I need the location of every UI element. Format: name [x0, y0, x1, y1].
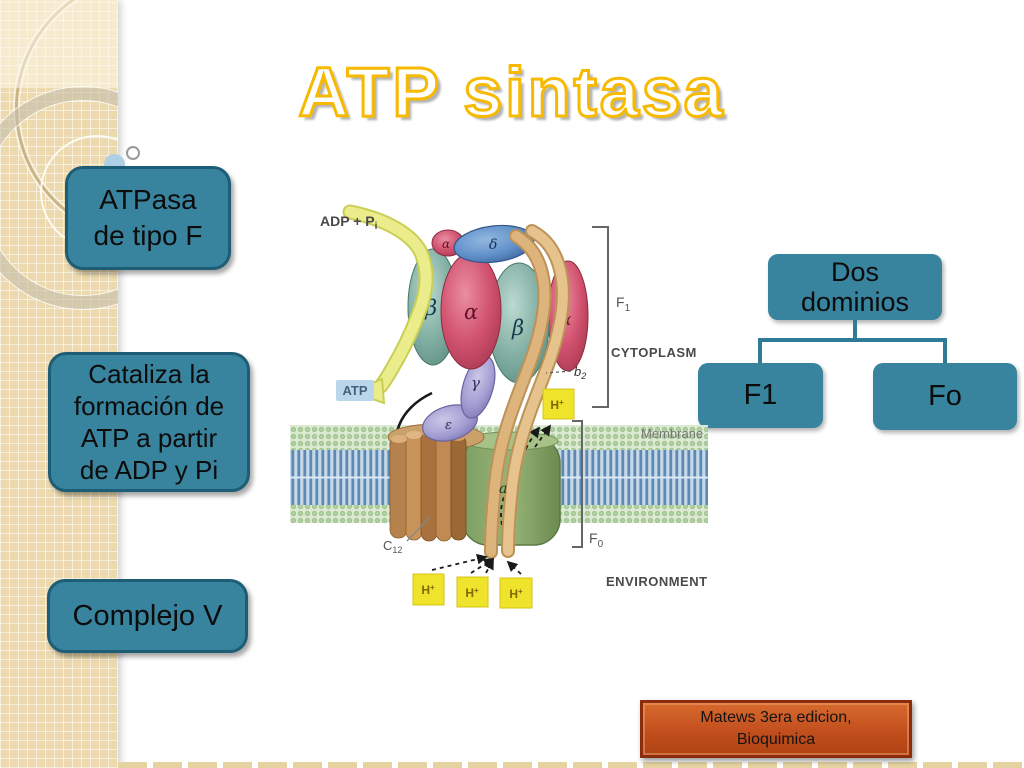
sidebar-top-band — [0, 0, 118, 88]
f1-bracket-label: F1 — [616, 294, 631, 314]
delta-label: δ — [489, 237, 497, 253]
callout-line: Cataliza la — [88, 359, 210, 389]
hierarchy-root-line: dominios — [800, 287, 910, 317]
atp-synthase-figure: β α β α γ ε α δ a — [290, 204, 708, 609]
callout-complejo-v: Complejo V — [47, 579, 248, 653]
hierarchy-child-f1: F1 — [698, 363, 823, 428]
callout-line: Complejo V — [72, 599, 223, 632]
callout-cataliza: Cataliza la formación de ATP a partir de… — [48, 352, 250, 492]
callout-atpasa: ATPasa de tipo F — [65, 166, 231, 270]
gamma-label: γ — [471, 374, 480, 392]
hierarchy-root-dos-dominios: Dos dominios — [768, 254, 942, 320]
connector-right-drop — [943, 340, 947, 363]
callout-line: ATP a partir — [80, 423, 218, 453]
small-circle-decoration — [126, 146, 140, 160]
b2-annotation: b2 — [545, 364, 586, 381]
callout-line: de ADP y Pi — [79, 455, 219, 485]
b2-label: b2 — [574, 364, 586, 381]
adp-pi-label: ADP + Pi — [320, 213, 378, 232]
hierarchy-child-label: F1 — [743, 379, 778, 411]
hierarchy-child-label: Fo — [928, 380, 962, 412]
atp-label: ATP — [336, 380, 374, 401]
c12-annotation: C12 — [383, 516, 431, 555]
svg-text:ATP: ATP — [342, 383, 367, 398]
svg-text:H+: H+ — [465, 586, 479, 600]
svg-text:H+: H+ — [509, 587, 523, 601]
f0-bracket-label: F0 — [589, 530, 604, 550]
alpha-label-small: α — [442, 237, 450, 251]
environment-label: ENVIRONMENT — [606, 574, 708, 589]
c12-label: C12 — [383, 538, 402, 555]
f0-bracket: F0 — [572, 420, 604, 550]
a-subunit-label: a — [499, 481, 507, 497]
h-plus-box-2: H+ — [456, 576, 489, 608]
svg-text:H+: H+ — [421, 583, 435, 597]
connector-left-drop — [758, 340, 762, 363]
citation-line: Matews 3era edicion, — [700, 709, 852, 726]
callout-line: de tipo F — [93, 220, 203, 251]
bottom-dash-strip — [118, 762, 1024, 768]
proton-boxes: H+ H+ H+ H+ — [412, 388, 575, 609]
citation-line: Bioquimica — [736, 731, 816, 748]
f1-bracket: F1 — [592, 226, 631, 408]
h-plus-box-3: H+ — [499, 577, 533, 609]
connector-stem — [853, 320, 857, 340]
page-title: ATP sintasa — [297, 52, 726, 133]
reaction-arrow — [342, 204, 434, 405]
citation-box: Matews 3era edicion, Bioquimica — [640, 700, 912, 758]
epsilon-label: ε — [445, 418, 452, 433]
atp-synthase-diagram: β α β α γ ε α δ a — [290, 195, 720, 620]
connector-horizontal — [758, 338, 947, 342]
h-plus-box-1: H+ — [412, 573, 445, 606]
hierarchy-root-line: Dos — [830, 257, 879, 287]
proton-entry-arrows — [431, 553, 522, 575]
svg-text:H+: H+ — [550, 398, 564, 412]
cytoplasm-label: CYTOPLASM — [611, 345, 697, 360]
hierarchy-child-fo: Fo — [873, 363, 1017, 430]
b2-stalks — [484, 224, 570, 559]
callout-line: ATPasa — [99, 184, 197, 215]
alpha-label: α — [464, 300, 478, 324]
h-plus-box-top: H+ — [542, 388, 575, 420]
membrane-label: Membrane — [641, 426, 703, 441]
callout-line: formación de — [73, 391, 225, 421]
beta-label: β — [511, 316, 524, 340]
